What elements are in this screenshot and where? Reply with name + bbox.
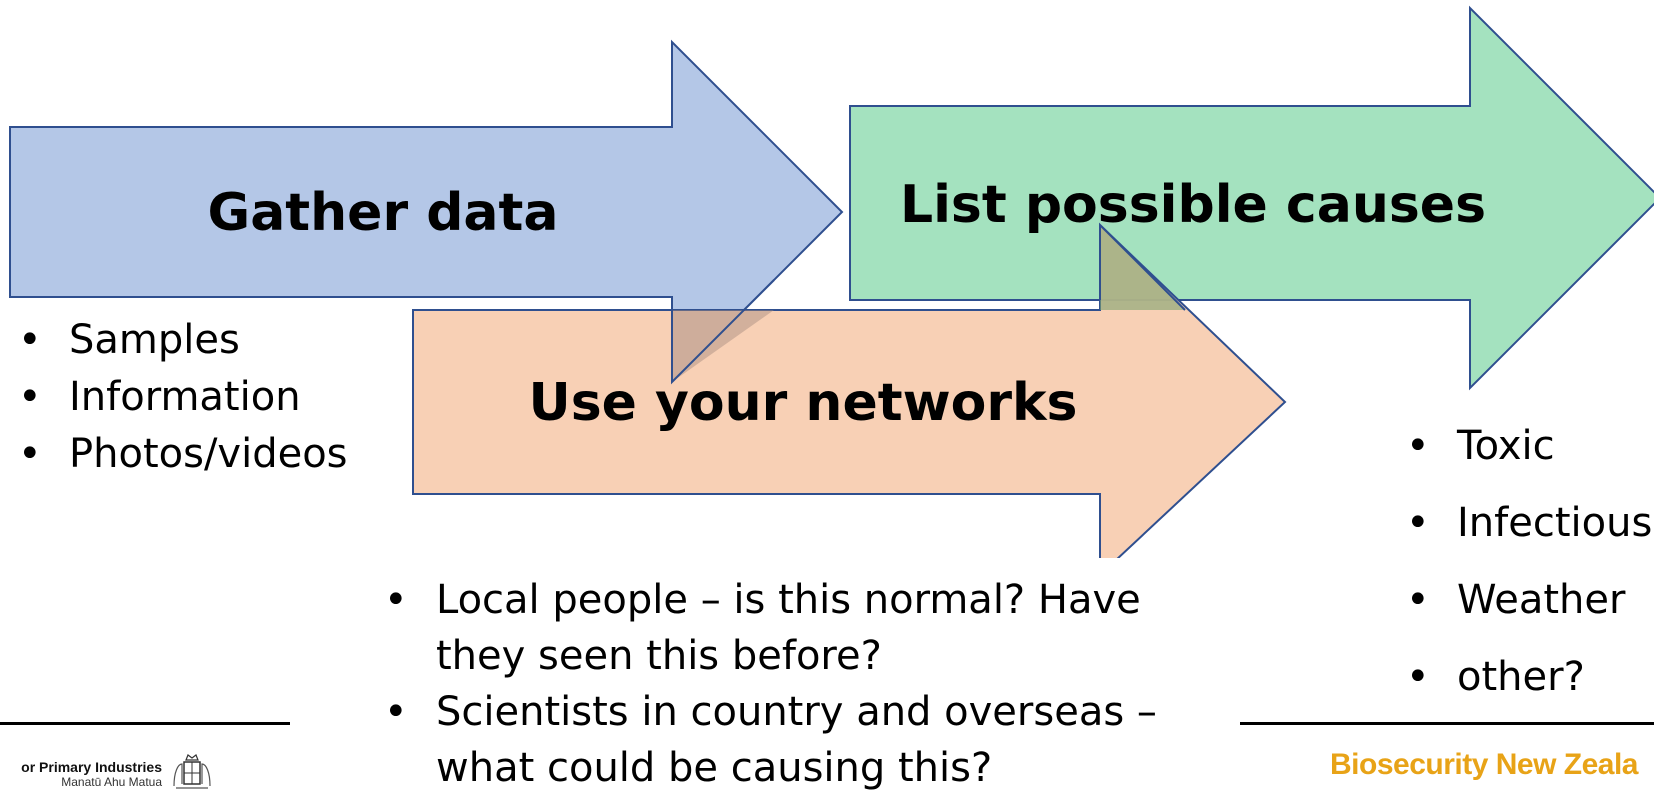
list-item: Scientists in country and overseas – wha…: [380, 684, 1240, 796]
causes-arrow-outline: [1099, 222, 1186, 311]
gather-data-title: Gather data: [208, 183, 559, 243]
ministry-name: or Primary Industries: [21, 759, 162, 775]
ministry-maori-name: Manatū Ahu Matua: [61, 775, 162, 789]
list-causes-title: List possible causes: [900, 175, 1486, 235]
gather-networks-overlap: [672, 310, 774, 382]
list-item: Information: [14, 369, 348, 426]
list-item: Local people – is this normal? Have they…: [380, 572, 1240, 684]
nz-coat-of-arms-icon: [173, 754, 211, 789]
footer-rule-right: [1240, 722, 1654, 725]
footer-rule-left: [0, 722, 290, 725]
list-item: Infectious: [1402, 485, 1652, 562]
use-networks-title: Use your networks: [528, 373, 1077, 433]
list-item: other?: [1402, 639, 1652, 716]
networks-list: Local people – is this normal? Have they…: [380, 572, 1240, 796]
gather-data-list: Samples Information Photos/videos: [14, 312, 348, 483]
list-item: Weather: [1402, 562, 1652, 639]
list-causes-arrow: [849, 5, 1654, 391]
possible-causes-list: Toxic Infectious Weather other?: [1402, 408, 1652, 716]
gather-arrow-outline: [671, 279, 775, 385]
list-item: Photos/videos: [14, 426, 348, 483]
biosecurity-nz-logo: Biosecurity New Zeala: [1330, 748, 1638, 781]
list-item: Toxic: [1402, 408, 1652, 485]
ministry-logo-text: or Primary Industries Manatū Ahu Matua: [0, 760, 162, 790]
list-item: Samples: [14, 312, 348, 369]
